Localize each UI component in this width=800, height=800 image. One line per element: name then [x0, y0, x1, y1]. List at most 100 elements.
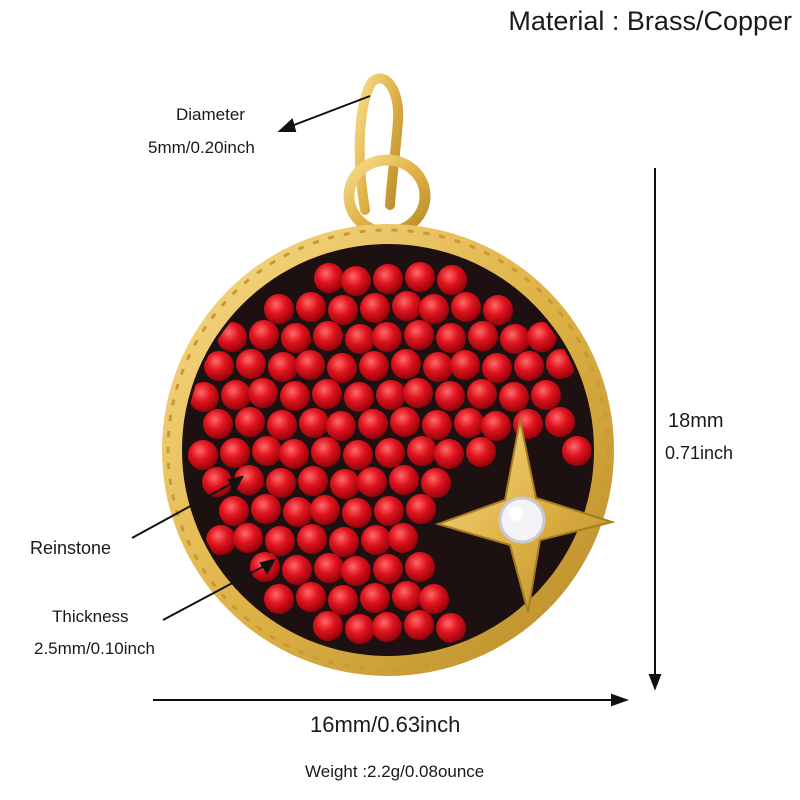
rhinestone: [360, 583, 390, 613]
rhinestone: [527, 322, 557, 352]
rhinestone: [372, 612, 402, 642]
rhinestone: [404, 320, 434, 350]
rhinestone: [296, 582, 326, 612]
rhinestone: [454, 408, 484, 438]
rhinestone: [328, 295, 358, 325]
rhinestone: [499, 382, 529, 412]
rhinestone: [233, 523, 263, 553]
rhinestone: [421, 468, 451, 498]
rhinestone: [283, 497, 313, 527]
rhinestone: [314, 263, 344, 293]
rhinestone: [220, 438, 250, 468]
rhinestone: [312, 379, 342, 409]
rhinestone: [313, 611, 343, 641]
rhinestone: [407, 436, 437, 466]
width-arrow: [153, 693, 629, 707]
rhinestone: [483, 295, 513, 325]
rhinestone: [326, 411, 356, 441]
stone-arrow: [131, 475, 244, 539]
rhinestone: [376, 380, 406, 410]
rhinestone: [343, 440, 373, 470]
stone-label: Reinstone: [30, 538, 112, 558]
rhinestone: [265, 526, 295, 556]
rhinestone: [545, 407, 575, 437]
material-title: Material : Brass/Copper: [508, 6, 792, 36]
rhinestone: [466, 437, 496, 467]
thickness-value: 2.5mm/0.10inch: [34, 639, 155, 658]
rhinestone: [436, 613, 466, 643]
rhinestone: [451, 292, 481, 322]
rhinestone: [531, 380, 561, 410]
rhinestone: [266, 468, 296, 498]
rhinestone: [360, 293, 390, 323]
rhinestone: [450, 350, 480, 380]
rhinestone: [467, 379, 497, 409]
pendant-icon: [162, 224, 616, 676]
rhinestone: [373, 264, 403, 294]
rhinestone: [373, 554, 403, 584]
rhinestone: [279, 439, 309, 469]
rhinestone: [248, 378, 278, 408]
diameter-label: Diameter: [176, 105, 245, 124]
rhinestone: [345, 614, 375, 644]
rhinestone: [268, 352, 298, 382]
rhinestone: [204, 351, 234, 381]
rhinestone: [235, 407, 265, 437]
height-mm-label: 18mm: [668, 410, 724, 432]
rhinestone: [435, 381, 465, 411]
rhinestone: [295, 350, 325, 380]
rhinestone: [345, 324, 375, 354]
diameter-arrow: [277, 95, 371, 132]
rhinestone: [374, 496, 404, 526]
rhinestone: [436, 323, 466, 353]
rhinestone: [392, 581, 422, 611]
rhinestone: [267, 410, 297, 440]
rhinestone: [330, 469, 360, 499]
thickness-label: Thickness: [52, 607, 129, 626]
rhinestone: [514, 351, 544, 381]
width-label: 16mm/0.63inch: [310, 712, 461, 737]
rhinestone: [359, 351, 389, 381]
rhinestone: [202, 467, 232, 497]
star-icon: [434, 419, 616, 613]
rhinestone: [434, 439, 464, 469]
height-arrow: [648, 168, 662, 691]
rhinestone: [406, 494, 436, 524]
rhinestone: [405, 262, 435, 292]
rhinestone: [264, 584, 294, 614]
rhinestone: [249, 320, 279, 350]
rhinestone: [236, 349, 266, 379]
rhinestone: [310, 495, 340, 525]
rhinestone: [405, 552, 435, 582]
rhinestone: [358, 409, 388, 439]
rhinestone: [403, 378, 433, 408]
rhinestone: [327, 353, 357, 383]
rhinestone: [219, 496, 249, 526]
rhinestone: [314, 553, 344, 583]
rhinestone: [404, 610, 434, 640]
rhinestone: [282, 555, 312, 585]
rhinestone: [390, 407, 420, 437]
rhinestone: [388, 523, 418, 553]
rhinestone: [437, 265, 467, 295]
rhinestone: [391, 349, 421, 379]
jump-ring-icon: [343, 73, 431, 238]
weight-label: Weight :2.2g/0.08ounce: [305, 762, 485, 781]
rhinestone: [206, 525, 236, 555]
rhinestone: [281, 323, 311, 353]
rhinestone: [419, 584, 449, 614]
rhinestone: [311, 437, 341, 467]
rhinestone: [341, 266, 371, 296]
rhinestone: [500, 324, 530, 354]
rhinestone: [389, 465, 419, 495]
rhinestone: [313, 321, 343, 351]
rhinestone: [392, 291, 422, 321]
diameter-value: 5mm/0.20inch: [148, 138, 255, 157]
rhinestone: [221, 380, 251, 410]
rhinestone: [203, 409, 233, 439]
rhinestone: [188, 440, 218, 470]
rhinestone: [562, 436, 591, 466]
rhinestone: [329, 527, 359, 557]
rhinestone: [251, 494, 281, 524]
